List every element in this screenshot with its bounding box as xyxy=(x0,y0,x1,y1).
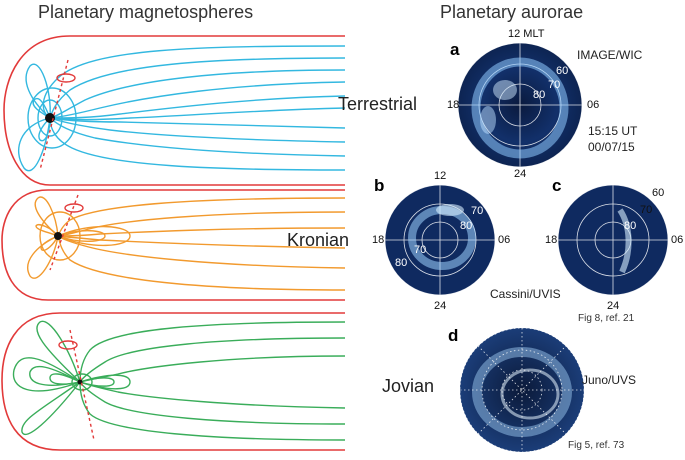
body-label-terrestrial: Terrestrial xyxy=(338,94,418,114)
panel-a-mlt-top: 12 MLT xyxy=(508,28,545,40)
jovian-magnetopause xyxy=(1,312,345,451)
kronian-magnetosphere xyxy=(1,189,346,301)
panel-b-mlt-right: 06 xyxy=(498,234,511,246)
panel-a-mlt-bottom: 24 xyxy=(514,168,527,180)
panel-letter-c: c xyxy=(552,176,562,195)
kronian-field-lines xyxy=(27,196,346,291)
aurora-panel-c xyxy=(557,184,669,296)
body-label-kronian: Kronian xyxy=(287,230,350,250)
panel-c-mlt-left: 18 xyxy=(545,234,558,246)
panel-a-lat-70: 70 xyxy=(548,79,561,91)
aurora-panel-d xyxy=(459,327,585,453)
panel-b-lat-outer: 80 xyxy=(395,257,408,269)
panel-letter-b: b xyxy=(374,176,385,195)
panel-b-mlt-bottom: 24 xyxy=(434,300,447,312)
body-label-jovian: Jovian xyxy=(382,376,435,396)
panel-c-mlt-bottom: 24 xyxy=(607,300,620,312)
cassini-instrument: Cassini/UVIS xyxy=(490,287,561,301)
aurora-panel-b xyxy=(384,184,496,296)
panel-b-lat-70: 70 xyxy=(471,205,484,217)
jovian-field-lines xyxy=(12,320,346,441)
terrestrial-magnetosphere xyxy=(3,35,346,186)
panel-letter-a: a xyxy=(450,40,460,59)
jovian-magnetosphere xyxy=(1,312,346,451)
panel-a-lat-60: 60 xyxy=(556,65,569,77)
panel-b-lat-inner: 70 xyxy=(414,244,427,256)
panel-a-mlt-left: 18 xyxy=(447,99,460,111)
panel-c-lat-60: 60 xyxy=(652,187,665,199)
juno-ref: Fig 5, ref. 73 xyxy=(568,440,625,451)
panel-b-lat-60: 60 xyxy=(481,190,494,202)
panel-a-lat-80: 80 xyxy=(533,89,546,101)
panel-c-lat-70: 70 xyxy=(640,204,653,216)
panel-a-mlt-right: 06 xyxy=(587,99,600,111)
panel-c-mlt-right: 06 xyxy=(671,234,684,246)
panel-a-instrument: IMAGE/WIC xyxy=(577,48,643,62)
cassini-ref: Fig 8, ref. 21 xyxy=(578,313,635,324)
panel-a-time: 15:15 UT xyxy=(588,124,638,138)
left-header: Planetary magnetospheres xyxy=(38,2,254,22)
panel-b-mlt-top: 12 xyxy=(434,170,447,182)
kronian-magnetopause xyxy=(1,189,345,301)
terrestrial-magnetopause xyxy=(3,35,345,186)
terrestrial-field-lines xyxy=(18,45,346,172)
right-header: Planetary aurorae xyxy=(440,2,584,22)
panel-letter-d: d xyxy=(448,326,459,345)
panel-a-date: 00/07/15 xyxy=(588,140,635,154)
juno-instrument: Juno/UVS xyxy=(582,373,637,387)
panel-b-mlt-left: 18 xyxy=(372,234,385,246)
panel-c-lat-80: 80 xyxy=(624,220,637,232)
aurora-panel-a xyxy=(457,42,583,168)
panel-b-lat-80: 80 xyxy=(460,220,473,232)
